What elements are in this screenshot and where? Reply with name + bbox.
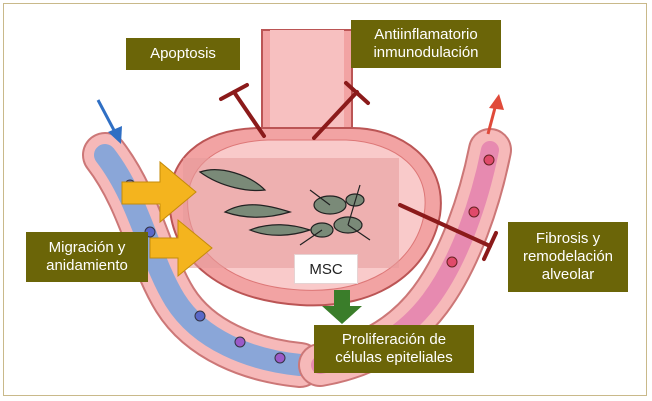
- label-proliferacion: Proliferación de células epiteliales: [314, 325, 474, 373]
- airway: [262, 30, 352, 140]
- label-fibrosis: Fibrosis y remodelación alveolar: [508, 222, 628, 292]
- label-antiinflamatorio: Antiinflamatorio inmunodulación: [351, 20, 501, 68]
- label-migracion: Migración y anidamiento: [26, 232, 148, 282]
- label-msc: MSC: [294, 254, 358, 284]
- label-apoptosis: Apoptosis: [126, 38, 240, 70]
